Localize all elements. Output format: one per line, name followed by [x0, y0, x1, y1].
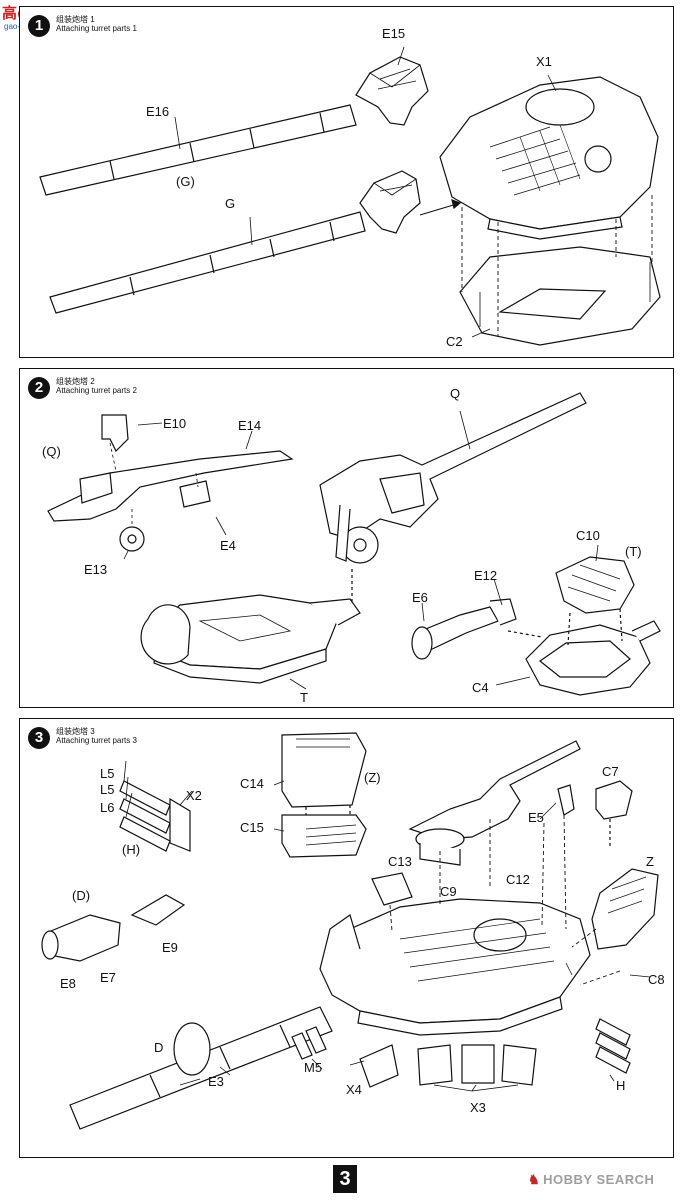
step-number-badge: 2	[28, 377, 50, 399]
part-label-c2: C2	[446, 334, 463, 349]
step-number-badge: 3	[28, 727, 50, 749]
part-label-c13: C13	[388, 854, 412, 869]
part-label-l5: L5	[100, 782, 115, 797]
step-2-illustration	[47, 392, 661, 696]
step-number-badge: 1	[28, 15, 50, 37]
part-label-c7: C7	[602, 764, 619, 779]
part-group-label-q: (Q)	[42, 444, 61, 459]
part-label-c15: C15	[240, 820, 264, 835]
part-label-d: D	[154, 1040, 164, 1055]
part-label-c14: C14	[240, 776, 264, 791]
part-label-x3: X3	[470, 1100, 486, 1115]
part-label-g: G	[225, 196, 236, 211]
brand-logo: ♞HOBBY SEARCH	[528, 1172, 654, 1188]
part-label-t: T	[300, 690, 308, 705]
part-label-x2: X2	[186, 788, 202, 803]
part-label-e16: E16	[146, 104, 170, 119]
page-number: 3	[333, 1165, 357, 1193]
part-label-x1: X1	[536, 54, 552, 69]
step-title: 组装炮塔 3 Attaching turret parts 3	[56, 727, 137, 745]
brand-text: HOBBY SEARCH	[543, 1172, 655, 1187]
step-title: 组装炮塔 2 Attaching turret parts 2	[56, 377, 137, 395]
part-group-label-t: (T)	[625, 544, 642, 559]
part-label-e9: E9	[162, 940, 178, 955]
part-group-label-g: (G)	[176, 174, 195, 189]
part-label-c8: C8	[648, 972, 665, 987]
part-label-c4: C4	[472, 680, 489, 695]
step-3-panel: 3 组装炮塔 3 Attaching turret parts 3	[19, 718, 674, 1158]
part-label-q: Q	[450, 386, 461, 401]
step-1-illustration	[39, 46, 661, 346]
part-label-c9: C9	[440, 884, 457, 899]
step-title-cn: 组装炮塔 1	[56, 15, 95, 24]
step-2-panel: 2 组装炮塔 2 Attaching turret parts 2	[19, 368, 674, 708]
step-1-panel: 1 组装炮塔 1 Attaching turret parts 1	[19, 6, 674, 358]
part-label-e12: E12	[474, 568, 498, 583]
part-label-z: Z	[646, 854, 654, 869]
part-label-l5: L5	[100, 766, 115, 781]
step-title: 组装炮塔 1 Attaching turret parts 1	[56, 15, 137, 33]
part-label-e5: E5	[528, 810, 544, 825]
part-label-c12: C12	[506, 872, 530, 887]
part-group-label-h: (H)	[122, 842, 141, 857]
step-title-cn: 组装炮塔 3	[56, 727, 95, 736]
part-label-x4: X4	[346, 1082, 362, 1097]
part-label-e13: E13	[84, 562, 108, 577]
part-label-e10: E10	[163, 416, 187, 431]
step-title-cn: 组装炮塔 2	[56, 377, 95, 386]
part-label-l6: L6	[100, 800, 115, 815]
part-label-e4: E4	[220, 538, 236, 553]
hobby-search-icon: ♞	[528, 1172, 541, 1187]
step-title-en: Attaching turret parts 3	[56, 736, 137, 745]
part-label-c10: C10	[576, 528, 600, 543]
part-label-m5: M5	[304, 1060, 323, 1075]
part-label-e15: E15	[382, 26, 406, 41]
part-label-e14: E14	[238, 418, 262, 433]
step-3-illustration	[41, 732, 659, 1130]
step-title-en: Attaching turret parts 1	[56, 24, 137, 33]
part-group-label-d: (D)	[72, 888, 91, 903]
step-title-en: Attaching turret parts 2	[56, 386, 137, 395]
part-label-e8: E8	[60, 976, 76, 991]
part-label-e6: E6	[412, 590, 428, 605]
part-label-e3: E3	[208, 1074, 224, 1089]
part-label-e7: E7	[100, 970, 116, 985]
part-label-h: H	[616, 1078, 626, 1093]
part-group-label-z: (Z)	[364, 770, 381, 785]
